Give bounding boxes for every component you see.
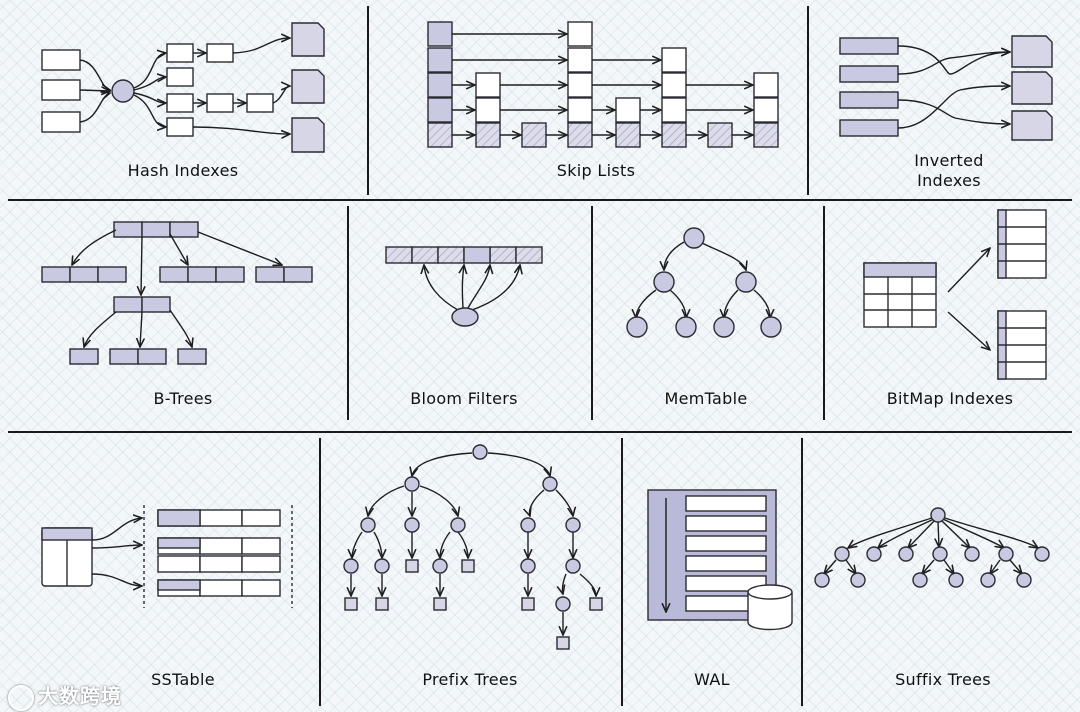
suffix-trees-diagram <box>814 507 1050 588</box>
bloom-filters-diagram <box>385 246 543 327</box>
bitmap-indexes-diagram <box>863 209 1047 380</box>
label-wal: WAL <box>694 670 730 689</box>
watermark-logo-icon <box>8 684 34 711</box>
bloom-input-node <box>451 307 479 327</box>
label-skip-lists: Skip Lists <box>556 161 636 180</box>
label-bitmap-indexes: BitMap Indexes <box>886 389 1014 408</box>
label-b-trees: B-Trees <box>153 389 213 408</box>
watermark-text: 大数跨境 <box>38 684 122 708</box>
hash-function-node <box>111 79 135 103</box>
panel-dividers <box>8 6 1072 706</box>
label-prefix-trees: Prefix Trees <box>422 670 518 689</box>
watermark: 大数跨境 <box>8 680 122 711</box>
label-memtable: MemTable <box>664 389 748 408</box>
label-inverted-indexes: Inverted Indexes <box>914 151 983 191</box>
label-bloom-filters: Bloom Filters <box>410 389 518 408</box>
label-hash-indexes: Hash Indexes <box>127 161 239 180</box>
sstable-diagram <box>41 505 293 608</box>
wal-diagram <box>647 489 793 631</box>
label-suffix-trees: Suffix Trees <box>895 670 991 689</box>
label-inverted-line1: Inverted <box>914 151 984 170</box>
inverted-indexes-diagram <box>839 35 1053 141</box>
prefix-trees-diagram <box>343 444 603 650</box>
label-inverted-line2: Indexes <box>917 171 981 190</box>
label-sstable: SSTable <box>151 670 215 689</box>
hash-indexes-diagram <box>41 22 325 153</box>
memtable-diagram <box>626 227 782 338</box>
skip-lists-diagram <box>427 21 779 148</box>
b-trees-diagram <box>41 221 313 365</box>
